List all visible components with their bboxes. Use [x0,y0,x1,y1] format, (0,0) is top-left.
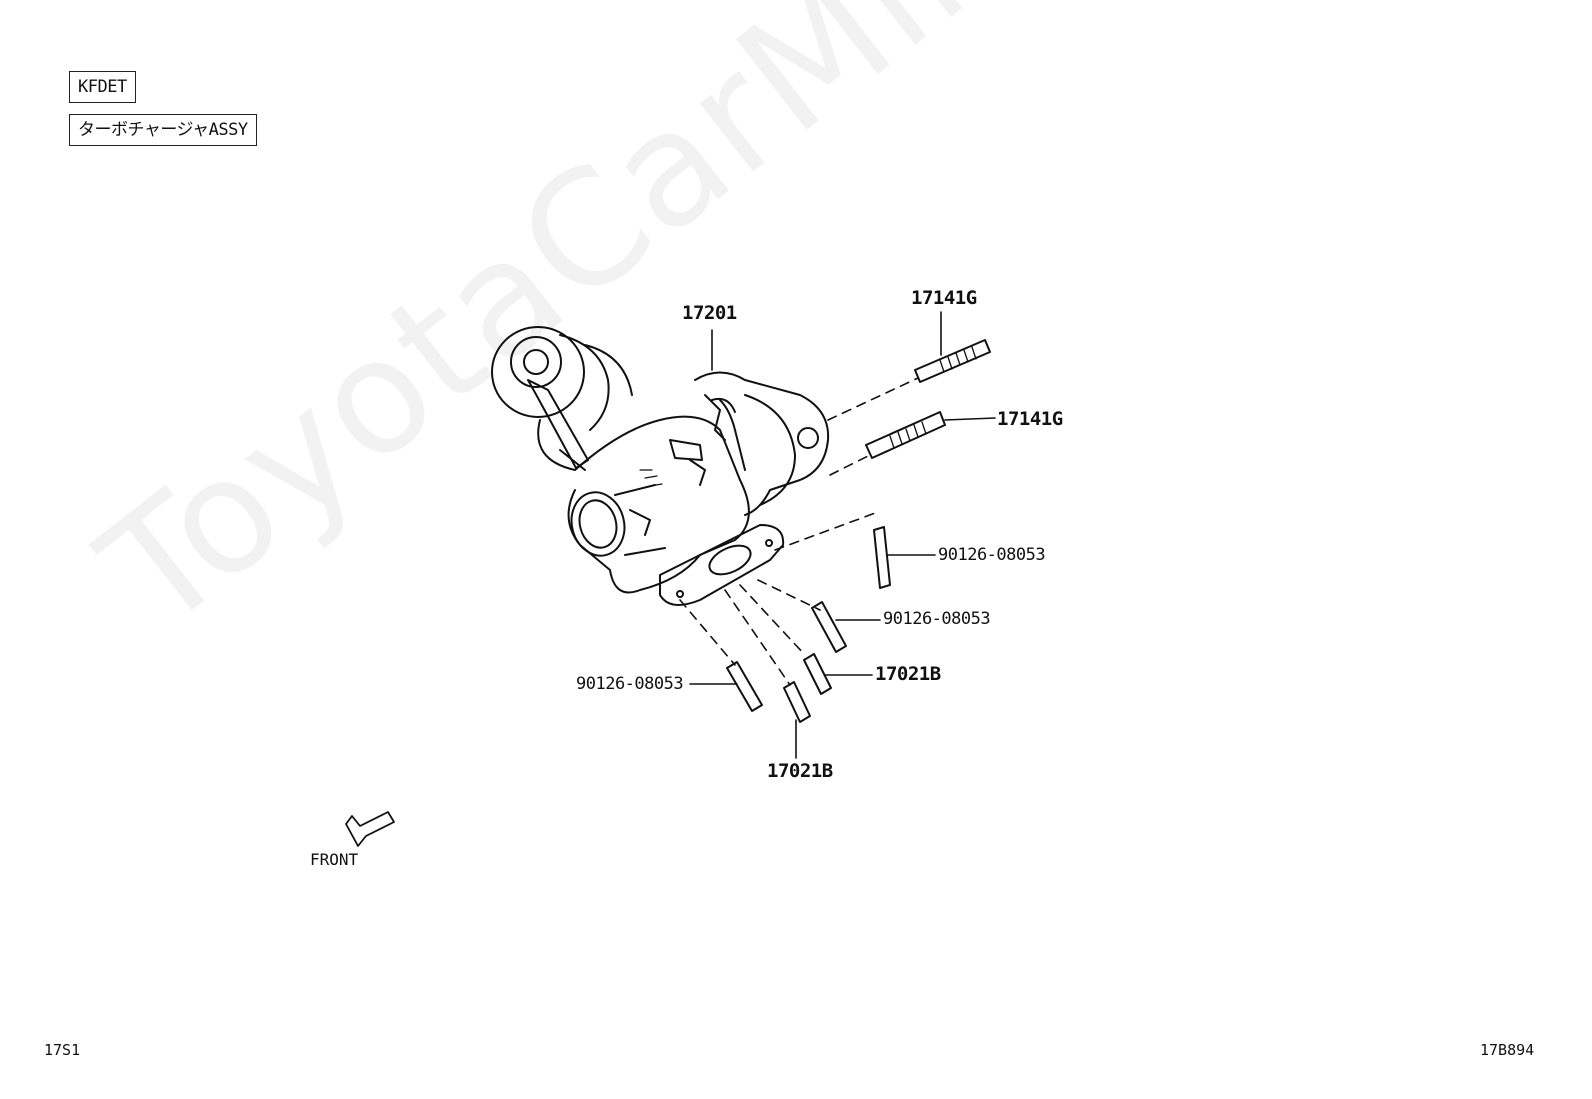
callout-90126-right-mid[interactable]: 90126-08053 [883,609,991,629]
callout-90126-right-top[interactable]: 90126-08053 [938,545,1046,565]
callout-90126-left[interactable]: 90126-08053 [576,674,684,694]
engine-code-box: KFDET [69,71,136,103]
callout-17021b-right[interactable]: 17021B [875,663,941,685]
callout-17201[interactable]: 17201 [682,302,737,324]
stud-90126-right-top[interactable] [873,526,891,589]
stud-17141g-lower[interactable] [865,411,946,459]
assembly-name-box: ターボチャージャASSY [69,114,257,146]
stud-90126-right-mid[interactable] [811,601,847,653]
nut-17021b-bottom[interactable] [783,681,811,723]
footer-right-code: 17B894 [1480,1041,1535,1059]
stud-90126-left[interactable] [726,661,763,712]
footer-left-code: 17S1 [44,1041,81,1059]
turbocharger-assembly[interactable] [491,326,830,606]
nut-17021b-right[interactable] [803,653,832,695]
callout-17141g-lower[interactable]: 17141G [997,408,1063,430]
front-arrow-icon [345,811,395,847]
callout-17021b-bottom[interactable]: 17021B [767,760,833,782]
stud-17141g-upper[interactable] [914,339,991,383]
callout-17141g-upper[interactable]: 17141G [911,287,977,309]
front-label: FRONT [310,850,359,869]
